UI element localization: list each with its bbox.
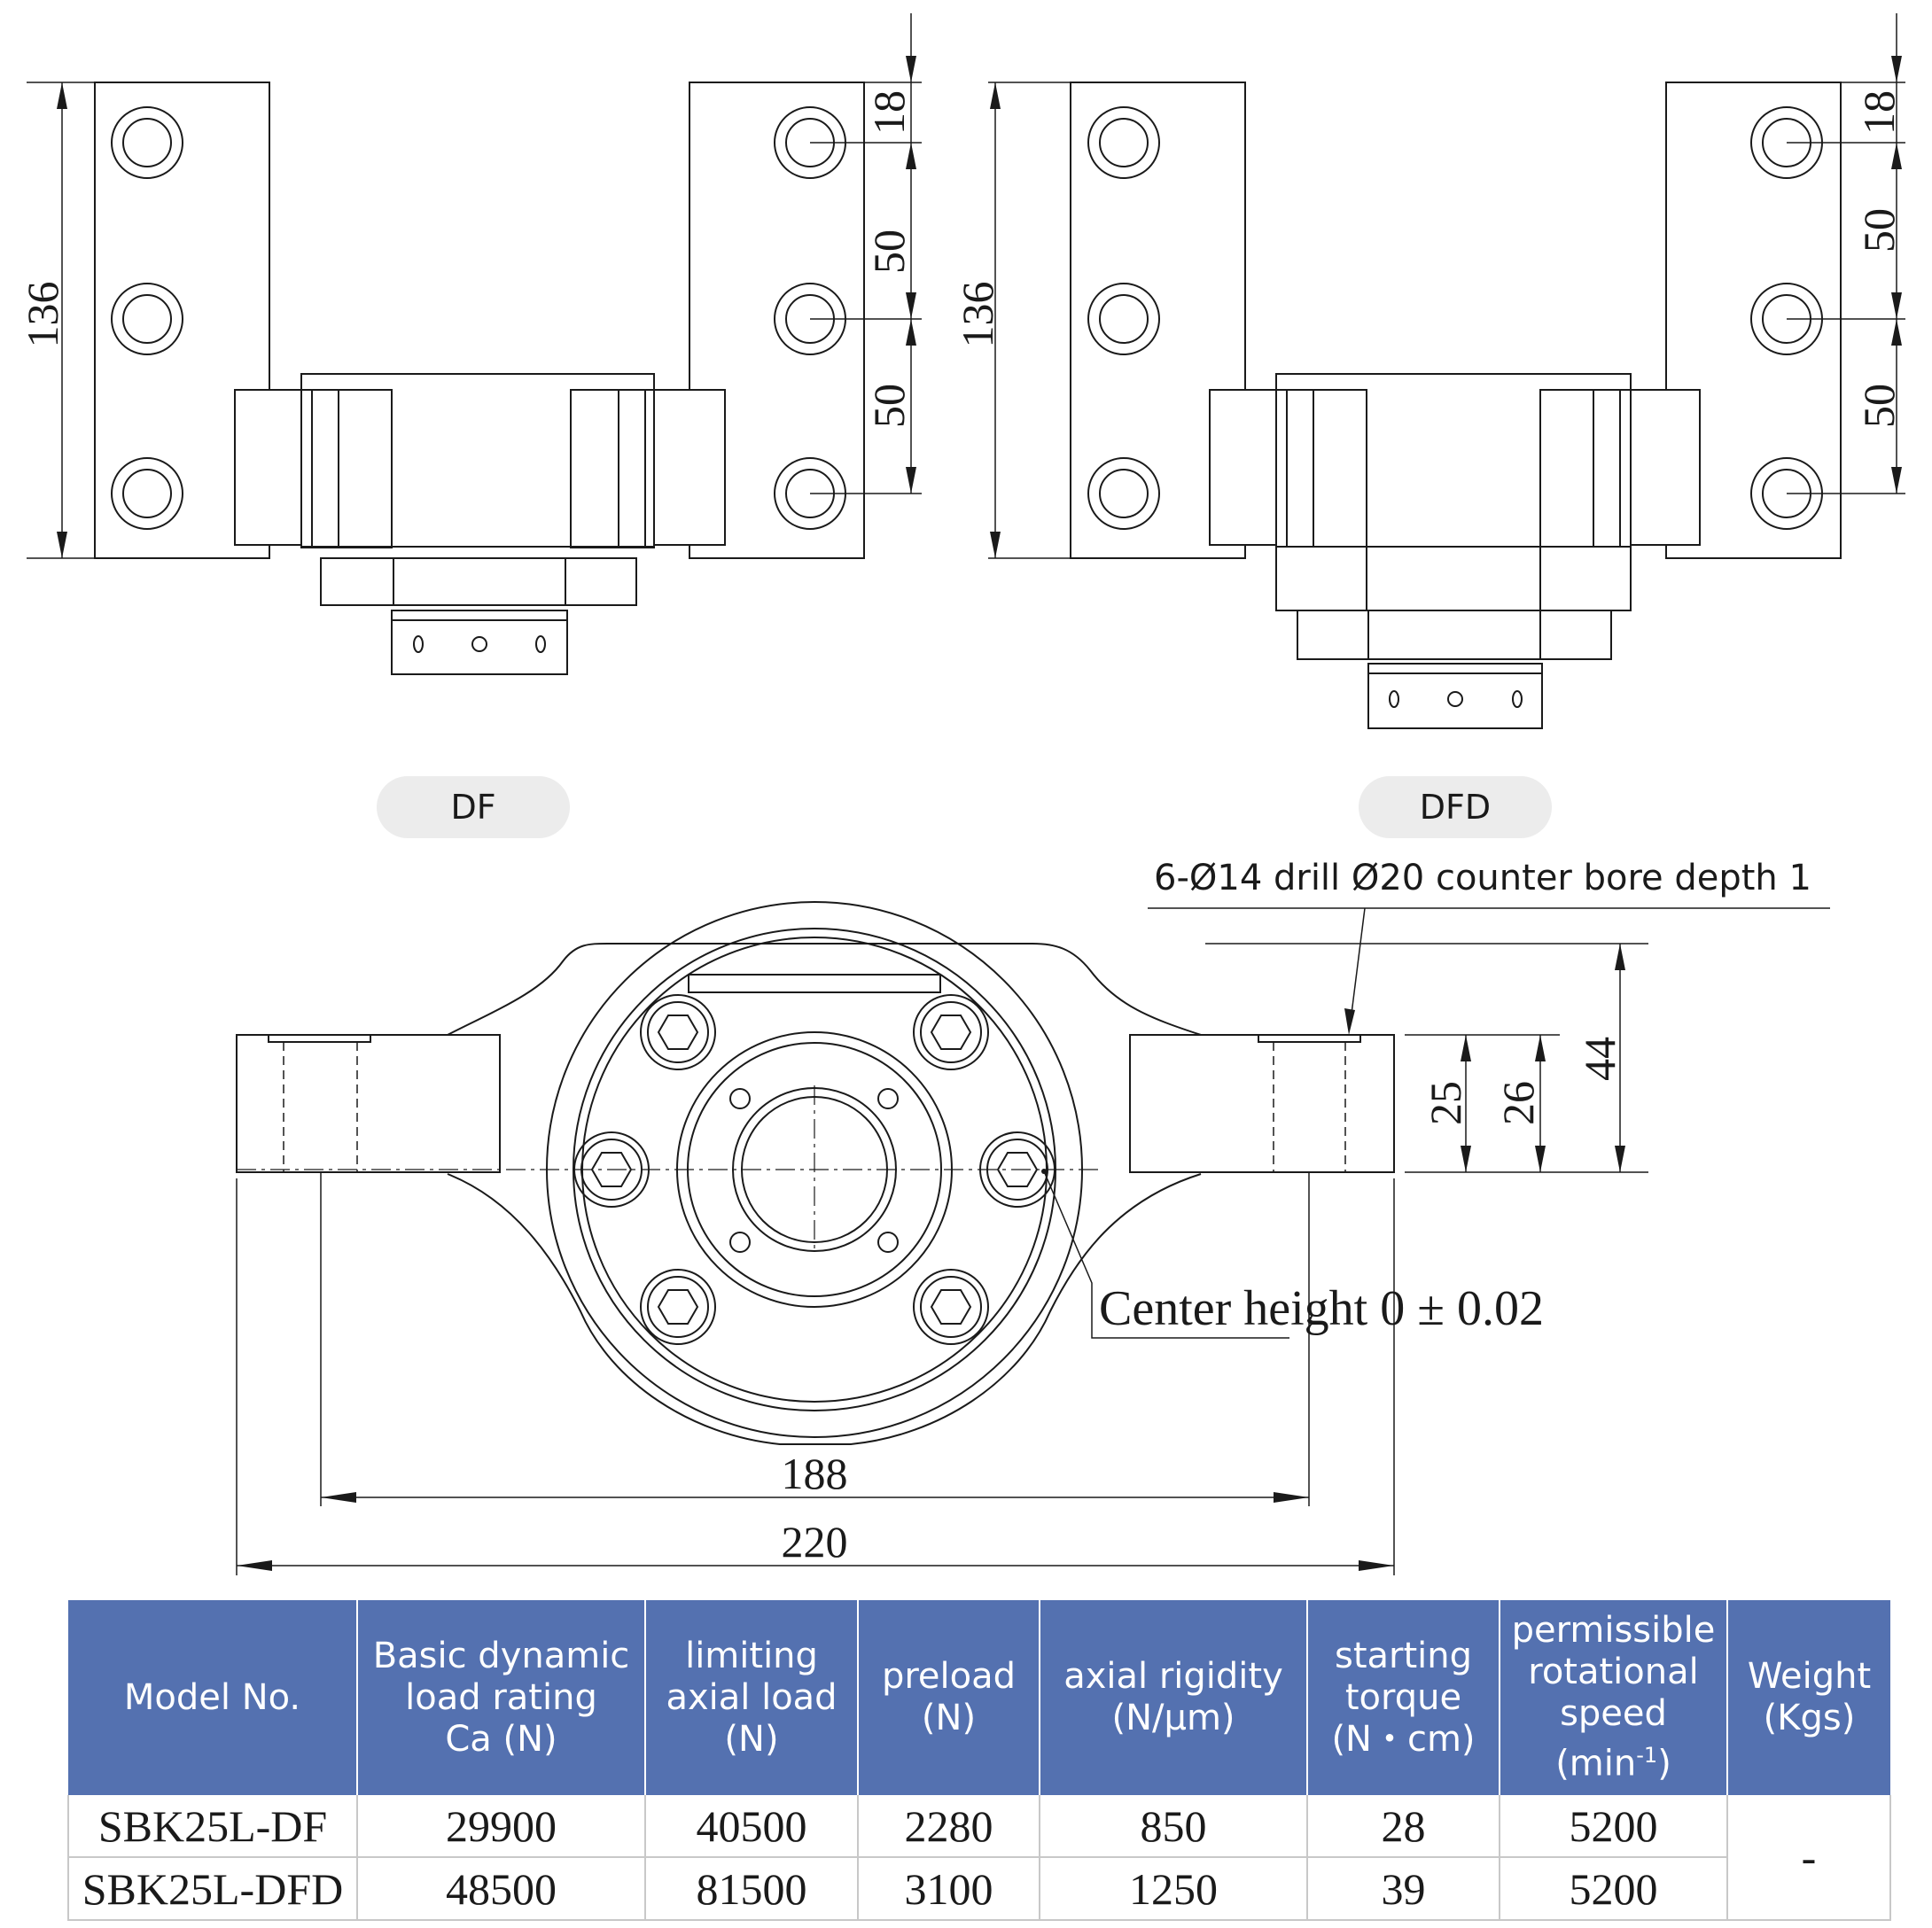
df-bearing-housing — [234, 373, 726, 675]
cell-speed: 5200 — [1500, 1795, 1728, 1858]
cell-model: SBK25L-DF — [67, 1795, 358, 1858]
df-label-pill — [377, 776, 570, 838]
right-flange — [1129, 1034, 1395, 1173]
vertical-dimensions: 25 26 44 — [1205, 943, 1648, 1173]
housing-upper-outline — [447, 943, 1202, 1036]
cell-axial-load: 40500 — [645, 1795, 859, 1858]
dfd-pitch-upper-dim: 50 — [1854, 208, 1904, 253]
horizontal-dimensions: 188 220 — [236, 1172, 1395, 1575]
dfd-right-plate — [1665, 82, 1842, 559]
dfd-label-pill — [1359, 776, 1552, 838]
left-flange — [236, 1034, 501, 1173]
cell-model: SBK25L-DFD — [67, 1857, 358, 1921]
df-left-mounting-holes — [111, 106, 183, 530]
cell-weight: - — [1727, 1795, 1891, 1921]
cell-preload: 3100 — [858, 1857, 1040, 1921]
df-pitch-lower-dim: 50 — [864, 384, 914, 428]
dfd-height-dim: 136 — [953, 282, 1002, 348]
side-view: 6-Ø14 drill Ø20 counter bore depth 1 Cen… — [236, 858, 1830, 1575]
df-right-mounting-holes — [774, 106, 846, 530]
hole-note-arrow — [1344, 1008, 1355, 1035]
df-height-dim: 136 — [18, 282, 67, 348]
left-counter-bore — [268, 1034, 371, 1172]
cell-preload: 2280 — [858, 1795, 1040, 1858]
total-height-dim: 44 — [1575, 1037, 1624, 1081]
dfd-pitch-lower-dim: 50 — [1854, 384, 1904, 428]
header-model-no: Model No. — [68, 1600, 358, 1795]
cell-torque: 39 — [1307, 1857, 1500, 1921]
table-row: SBK25L-DFD 48500 81500 3100 1250 39 5200 — [67, 1857, 1890, 1921]
cell-rigidity: 1250 — [1040, 1857, 1308, 1921]
df-right-plate — [689, 82, 865, 559]
df-left-plate — [94, 82, 270, 559]
dfd-left-mounting-holes — [1087, 106, 1160, 530]
df-height-dimension: 136 — [18, 82, 95, 559]
hole-note-leader — [1349, 907, 1366, 1029]
total-width-dim: 220 — [782, 1517, 848, 1566]
cell-ca: 48500 — [357, 1857, 646, 1921]
lock-nut-small-holes — [729, 1088, 899, 1253]
hole-pitch-width-dim: 188 — [782, 1449, 848, 1498]
header-weight: Weight(Kgs) — [1727, 1600, 1890, 1795]
cell-ca: 29900 — [357, 1795, 646, 1858]
base-height-dim-a: 25 — [1421, 1081, 1470, 1125]
hole-note: 6-Ø14 drill Ø20 counter bore depth 1 — [1154, 858, 1811, 898]
cell-rigidity: 850 — [1040, 1795, 1308, 1858]
right-counter-bore — [1258, 1034, 1361, 1172]
dfd-bearing-housing — [1209, 373, 1701, 729]
base-height-dim-b: 26 — [1493, 1081, 1543, 1125]
dfd-top-offset-dim: 18 — [1854, 90, 1904, 135]
dfd-right-mounting-holes — [1750, 106, 1823, 530]
cell-axial-load: 81500 — [645, 1857, 859, 1921]
dfd-view: 136 18 50 50 DFD — [953, 13, 1905, 838]
header-axial-rigidity: axial rigidity(N/μm) — [1040, 1600, 1308, 1795]
df-pitch-upper-dim: 50 — [864, 229, 914, 274]
df-pitch-dimensions: 18 50 50 — [810, 13, 922, 494]
cell-torque: 28 — [1307, 1795, 1500, 1858]
cell-speed: 5200 — [1500, 1857, 1728, 1921]
housing-lower-outline — [447, 1173, 1202, 1445]
housing-top-flat — [688, 974, 941, 993]
dfd-height-dimension: 136 — [953, 82, 1071, 559]
df-view: 136 18 50 50 DF — [18, 13, 922, 838]
df-label: DF — [450, 788, 495, 827]
dfd-left-plate — [1070, 82, 1246, 559]
center-height-note: Center height 0 ± 0.02 — [1099, 1281, 1544, 1336]
dfd-label: DFD — [1420, 788, 1491, 827]
center-height-leader — [1043, 1170, 1289, 1339]
header-preload: preload(N) — [858, 1600, 1040, 1795]
table-row: SBK25L-DF 29900 40500 2280 850 28 5200 - — [67, 1795, 1891, 1921]
technical-drawing: 136 18 50 50 DF — [18, 13, 1905, 1575]
dfd-pitch-dimensions: 18 50 50 — [1787, 13, 1905, 494]
df-top-offset-dim: 18 — [864, 90, 914, 135]
